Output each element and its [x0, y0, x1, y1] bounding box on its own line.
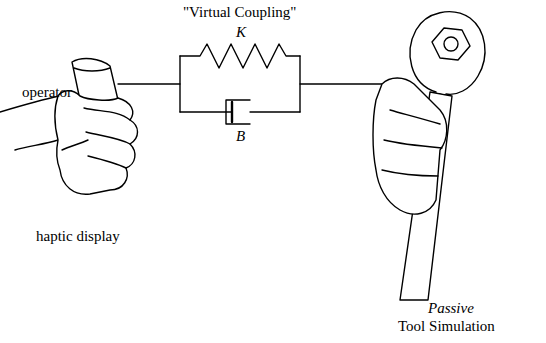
- finger-line: [88, 156, 126, 168]
- part-label: Tool Simulation: [398, 318, 495, 335]
- damper-symbol: [250, 111, 300, 112]
- part-label: Passive: [428, 300, 474, 317]
- symbol-label: B: [236, 128, 245, 145]
- part-label: haptic display: [36, 228, 120, 245]
- symbol-label: K: [236, 24, 246, 41]
- thumb-line: [62, 140, 88, 150]
- spring-symbol: [180, 44, 300, 68]
- finger-line: [86, 132, 130, 144]
- part-label: operator: [22, 84, 72, 101]
- arm-line: [15, 140, 58, 150]
- finger-line: [384, 140, 442, 148]
- coupling-wire: [179, 56, 180, 112]
- nut-symbol: [432, 28, 470, 60]
- diagram-title: "Virtual Coupling": [183, 4, 296, 21]
- tool-hand: [373, 78, 447, 214]
- coupling-wire: [300, 83, 382, 84]
- fist: [55, 91, 138, 195]
- finger-line: [84, 108, 130, 120]
- nut-hole: [444, 37, 458, 51]
- finger-line: [382, 170, 438, 176]
- damper-cylinder: [226, 100, 250, 124]
- finger-line: [390, 110, 440, 124]
- handle-detail: [74, 68, 110, 71]
- wrench-ring: [410, 12, 485, 95]
- damper-symbol: [180, 111, 232, 112]
- coupling-wire: [118, 83, 180, 84]
- damper-piston: [231, 102, 233, 122]
